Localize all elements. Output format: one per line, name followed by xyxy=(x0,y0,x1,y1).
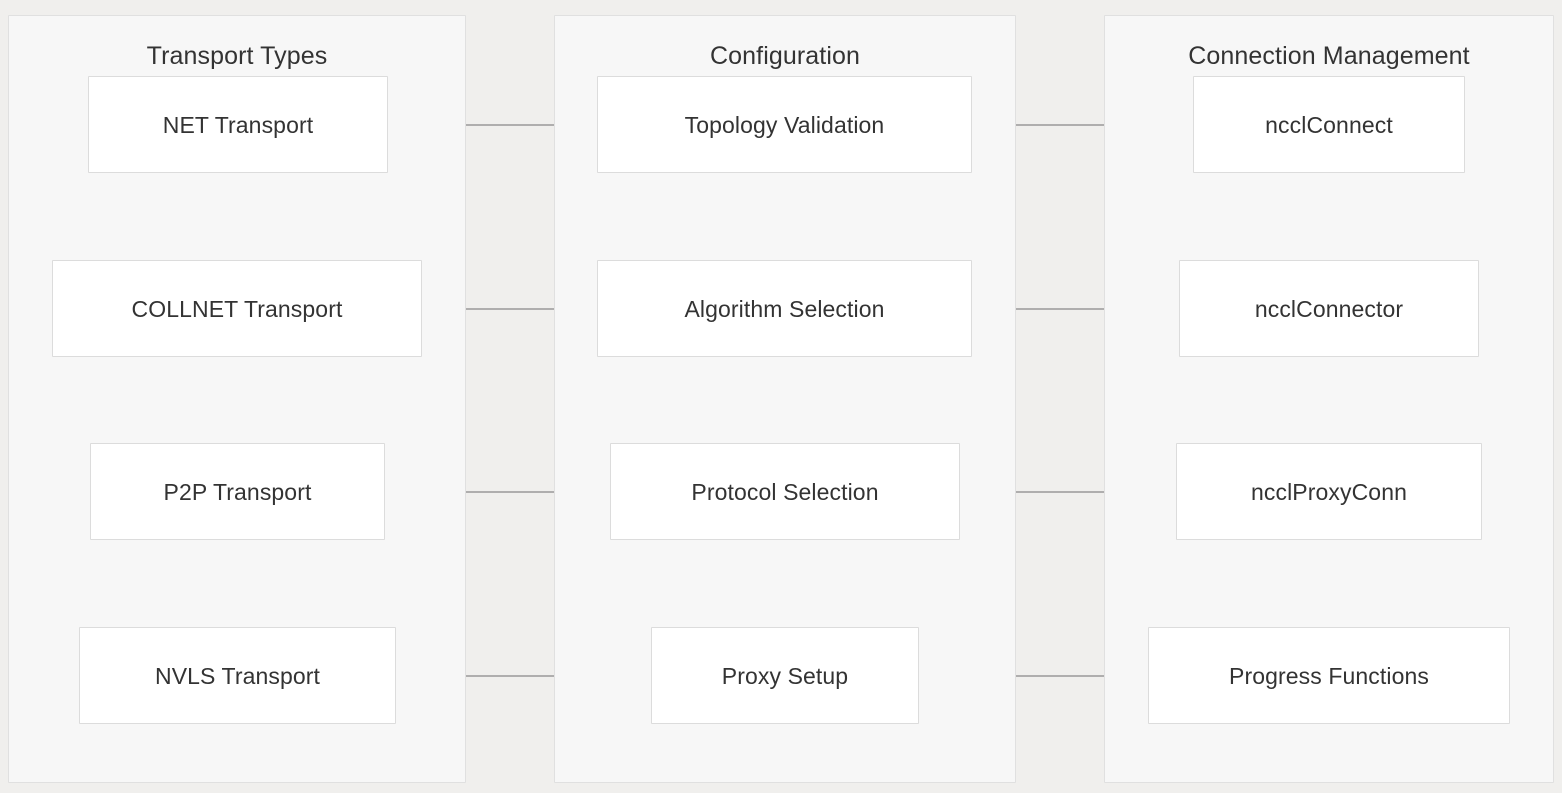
node-p2p[interactable]: P2P Transport xyxy=(90,443,385,540)
node-label-collnet: COLLNET Transport xyxy=(131,295,343,322)
node-topology[interactable]: Topology Validation xyxy=(597,76,972,173)
node-label-topology: Topology Validation xyxy=(684,111,885,138)
node-label-net: NET Transport xyxy=(162,111,314,138)
node-label-nvls: NVLS Transport xyxy=(154,662,321,689)
node-protocol[interactable]: Protocol Selection xyxy=(610,443,960,540)
node-nvls[interactable]: NVLS Transport xyxy=(79,627,396,724)
node-label-algorithm: Algorithm Selection xyxy=(684,295,885,322)
node-label-protocol: Protocol Selection xyxy=(691,478,879,505)
node-ncclconnector[interactable]: ncclConnector xyxy=(1179,260,1479,357)
node-proxy[interactable]: Proxy Setup xyxy=(651,627,919,724)
node-label-p2p: P2P Transport xyxy=(163,478,312,505)
node-label-ncclproxyconn: ncclProxyConn xyxy=(1251,478,1407,505)
node-progress[interactable]: Progress Functions xyxy=(1148,627,1510,724)
node-ncclproxyconn[interactable]: ncclProxyConn xyxy=(1176,443,1482,540)
node-label-ncclconnect: ncclConnect xyxy=(1265,111,1393,138)
node-collnet[interactable]: COLLNET Transport xyxy=(52,260,422,357)
subgraph-title-connection-management: Connection Management xyxy=(1188,42,1470,70)
subgraph-title-configuration: Configuration xyxy=(709,42,860,70)
node-ncclconnect[interactable]: ncclConnect xyxy=(1193,76,1465,173)
node-net[interactable]: NET Transport xyxy=(88,76,388,173)
subgraph-title-transport-types: Transport Types xyxy=(146,42,328,70)
node-algorithm[interactable]: Algorithm Selection xyxy=(597,260,972,357)
node-label-progress: Progress Functions xyxy=(1229,662,1429,689)
node-label-ncclconnector: ncclConnector xyxy=(1254,295,1404,322)
node-label-proxy: Proxy Setup xyxy=(721,662,849,689)
